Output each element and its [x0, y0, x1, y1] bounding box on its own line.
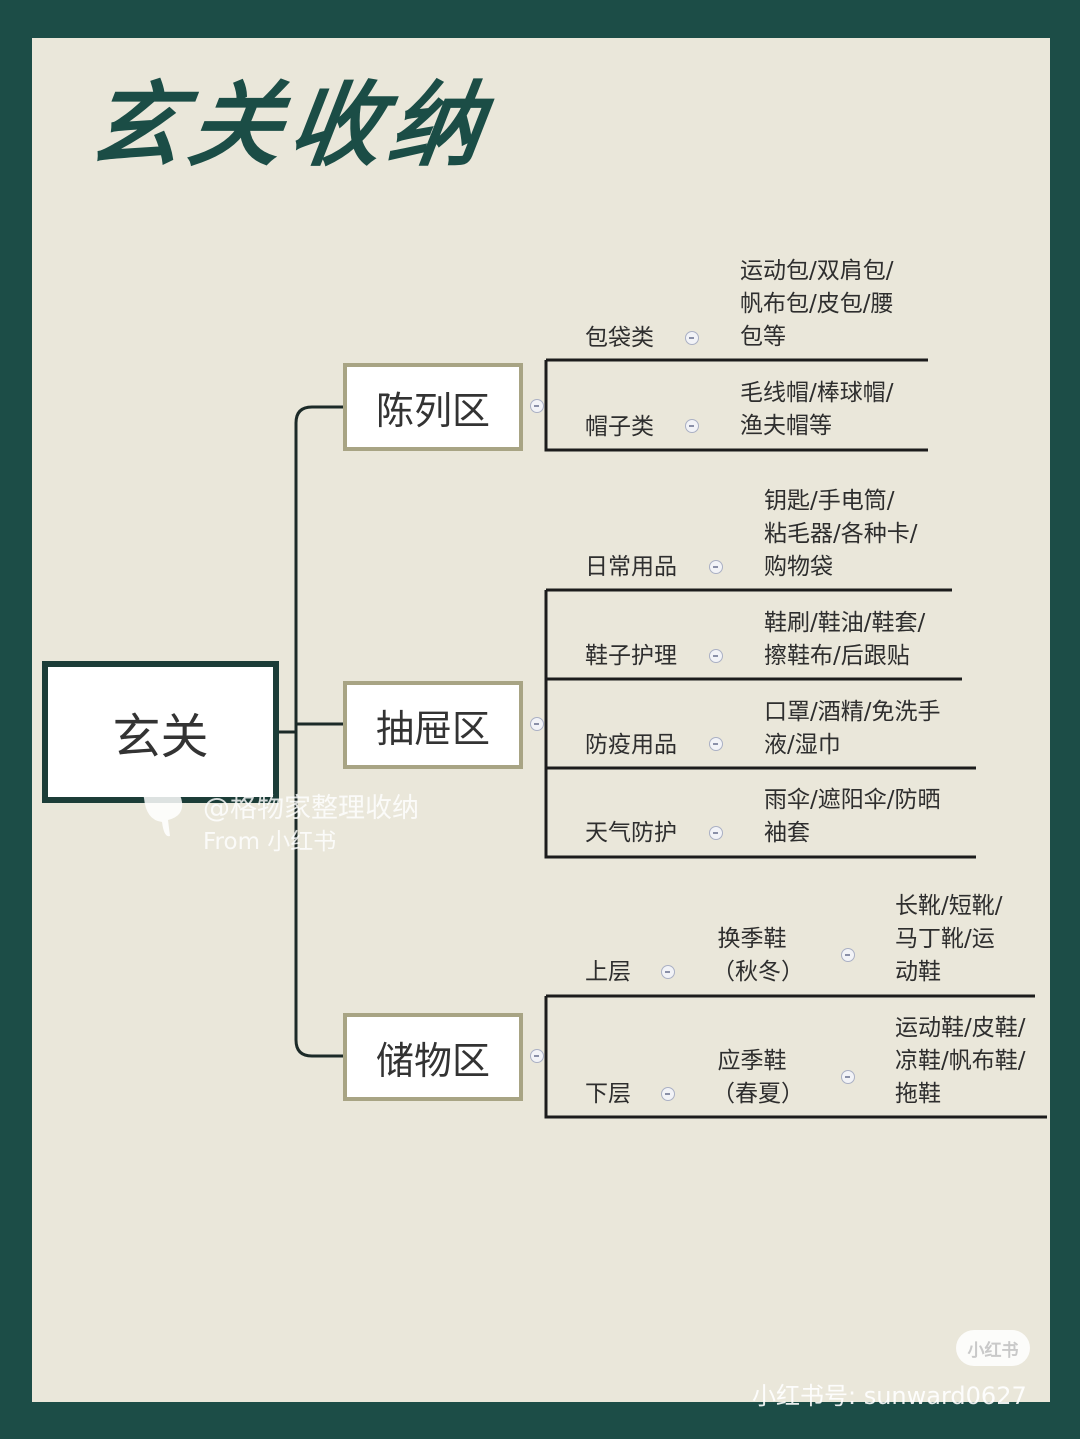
sub-item-label: 换季鞋 （秋冬）	[712, 926, 804, 985]
item-detail: 长靴/短靴/ 马丁靴/运 动鞋	[895, 893, 1003, 985]
collapse-icon[interactable]	[530, 717, 544, 731]
collapse-icon[interactable]	[685, 419, 699, 433]
collapse-icon[interactable]	[530, 399, 544, 413]
zone-node-drawer[interactable]: 抽屉区	[343, 681, 523, 769]
collapse-icon[interactable]	[709, 649, 723, 663]
app-badge: 小红书	[956, 1330, 1030, 1366]
item-label: 鞋子护理	[585, 643, 677, 669]
item-detail: 口罩/酒精/免洗手 液/湿巾	[764, 699, 941, 758]
watermark-source: From 小红书	[203, 829, 337, 855]
watermark-author: @格物家整理收纳	[203, 793, 419, 824]
collapse-icon[interactable]	[685, 331, 699, 345]
item-label: 防疫用品	[585, 732, 677, 758]
watermark-logo-icon	[143, 785, 183, 837]
item-detail: 运动包/双肩包/ 帆布包/皮包/腰 包等	[740, 258, 894, 350]
item-label: 帽子类	[585, 414, 654, 440]
item-detail: 鞋刷/鞋油/鞋套/ 擦鞋布/后跟贴	[764, 610, 926, 669]
item-detail: 雨伞/遮阳伞/防晒 袖套	[764, 787, 941, 846]
collapse-icon[interactable]	[530, 1049, 544, 1063]
zone-node-display[interactable]: 陈列区	[343, 363, 523, 451]
item-detail: 毛线帽/棒球帽/ 渔夫帽等	[740, 380, 894, 439]
sub-item-label: 应季鞋 （春夏）	[712, 1048, 804, 1107]
collapse-icon[interactable]	[841, 1070, 855, 1084]
item-label: 上层	[585, 959, 631, 985]
item-label: 下层	[585, 1081, 631, 1107]
item-detail: 运动鞋/皮鞋/ 凉鞋/帆布鞋/ 拖鞋	[895, 1015, 1026, 1107]
account-id: 小红书号: sunward0627	[752, 1382, 1027, 1410]
item-label: 包袋类	[585, 325, 654, 351]
root-node[interactable]: 玄关	[42, 661, 279, 803]
item-label: 天气防护	[585, 820, 677, 846]
item-detail: 钥匙/手电筒/ 粘毛器/各种卡/ 购物袋	[764, 488, 918, 580]
collapse-icon[interactable]	[709, 826, 723, 840]
collapse-icon[interactable]	[709, 560, 723, 574]
collapse-icon[interactable]	[841, 948, 855, 962]
collapse-icon[interactable]	[661, 965, 675, 979]
zone-node-storage[interactable]: 储物区	[343, 1013, 523, 1101]
collapse-icon[interactable]	[661, 1087, 675, 1101]
item-label: 日常用品	[585, 554, 677, 580]
collapse-icon[interactable]	[709, 737, 723, 751]
